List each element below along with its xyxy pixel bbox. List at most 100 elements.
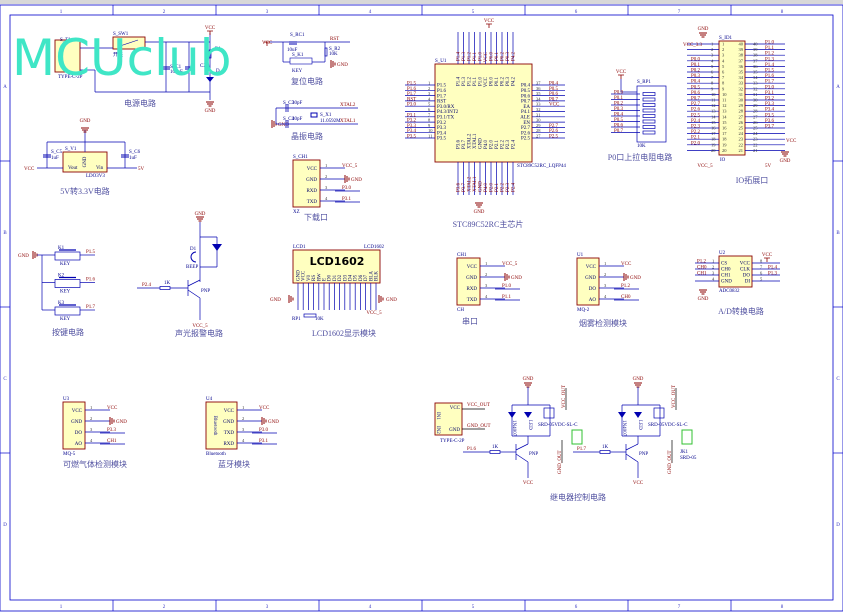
mcu-right-pin: EA — [523, 105, 530, 110]
mcu-left-pin-num: 3 — [428, 91, 431, 96]
mcu-top-pin: P0.3 — [506, 77, 511, 87]
io-left-pin-num: 2 — [711, 47, 713, 52]
io-right-pin-num: 35 — [753, 70, 758, 75]
mcu-right-pin: P2.5 — [521, 137, 531, 142]
relay-coil — [543, 407, 555, 419]
mcu-bottom-pin: P2.2 — [501, 139, 506, 149]
mcu-top-net: P0.3 — [506, 52, 511, 62]
relay-vcc-net: VCC — [523, 481, 534, 486]
reset-r2-value: 10K — [329, 52, 338, 57]
lcd-gnd-label-left: GND — [270, 298, 281, 303]
gas-pin-number: 4 — [90, 438, 93, 443]
serial-pin-number: 3 — [485, 283, 488, 288]
mcu-right-net: P2.6 — [549, 129, 559, 134]
mcu-bottom-pin: P2.4 — [512, 139, 517, 149]
lcd-part: LCD1602 — [364, 245, 385, 250]
mcu-right-net: P2.7 — [549, 124, 559, 129]
gas-net-0: VCC — [107, 406, 118, 411]
power-c1 — [162, 66, 170, 70]
wire — [625, 453, 639, 463]
wire — [625, 443, 639, 451]
smoke-gnd — [623, 273, 629, 281]
io-right-pin-num: 37 — [753, 58, 758, 63]
pullup-part: 10K — [637, 144, 646, 149]
gas-gnd — [109, 417, 115, 425]
relay-gnd-label: GND — [633, 377, 644, 382]
mcu-bottom-net: P3.6 — [457, 182, 462, 192]
pullup-net: P0.7 — [614, 129, 624, 134]
lcd-pin: BLK — [375, 271, 380, 281]
mcu-left-pin-num: 7 — [428, 112, 431, 117]
keys-gnd-label: GND — [18, 254, 29, 259]
io-left-inner-num: 4 — [722, 58, 725, 63]
smoke-pin-number: 2 — [604, 272, 606, 277]
power-symbol — [486, 23, 492, 28]
mcu-bottom-pin: XTAL2 — [468, 133, 473, 149]
pullup-network — [636, 85, 667, 143]
io-left-pin-num: 13 — [711, 109, 716, 114]
title-pullup: P0口上拉电阻电路 — [608, 152, 672, 162]
gas-pin-number: 3 — [90, 427, 93, 432]
mcu-right-pin-num: 30 — [536, 118, 541, 123]
bluetooth-pin-name: VCC — [224, 409, 235, 414]
mcu-right-pin: P2.6 — [521, 131, 531, 136]
wire — [515, 443, 529, 451]
download-pin-name: VCC — [307, 167, 318, 172]
serial-pin-number: 1 — [485, 261, 487, 266]
ldo-c5 — [43, 154, 51, 158]
io-right-pin-num: 30 — [753, 98, 758, 103]
io-left-pin-num: 5 — [711, 64, 714, 69]
io-right-inner-num: 28 — [739, 109, 744, 114]
lcd-pin: D7 — [364, 274, 369, 281]
adc-left-num: 3 — [712, 271, 715, 276]
io-right-pin-num: 28 — [753, 109, 758, 114]
relay-jack-ref: JK1 — [680, 450, 689, 455]
serial-module-body — [456, 257, 481, 306]
outer-frame — [0, 4, 843, 612]
mcu-left-net: RST — [407, 97, 416, 102]
mcu-left-pin: P3.4 — [437, 131, 447, 136]
io-left-inner-num: 1 — [722, 42, 724, 47]
typec-gnd-out: GND_OUT — [467, 424, 491, 429]
io-left-net: P2.1 — [691, 136, 701, 141]
ldo-c6-value: 1uF — [129, 156, 137, 161]
io-left-inner-num: 20 — [722, 148, 727, 153]
adc-left-num: 1 — [712, 259, 714, 264]
io-right-inner-num: 30 — [739, 98, 744, 103]
mcu-bottom-pin: P3.7 — [462, 139, 467, 149]
io-right-pin-num: 25 — [753, 126, 758, 131]
io-left-net: P0.7 — [691, 97, 701, 102]
io-left-pin-num: 6 — [711, 70, 714, 75]
mcu-top-pin: P1.0 — [479, 77, 484, 87]
relay-vcc-net: VCC — [633, 481, 644, 486]
power-gnd — [206, 101, 214, 107]
io-right-pin-num: 32 — [753, 86, 758, 91]
io-right-inner-num: 24 — [739, 131, 744, 136]
adc-left-pin: CH0 — [721, 268, 731, 273]
io-left-pin-num: 20 — [711, 148, 716, 153]
mcu-bottom-pin: P2.0 — [490, 139, 495, 149]
relay-input-net: P1.6 — [467, 447, 477, 452]
power-c1-value: 100uF — [170, 70, 183, 75]
download-net-0: VCC_5 — [342, 164, 358, 169]
typec-part: TYPE-C-2P — [440, 439, 465, 444]
title-relay: 继电器控制电路 — [550, 492, 606, 502]
io-right-pin-num: 38 — [753, 53, 758, 58]
power-symbol — [764, 257, 770, 262]
ground-label: GND — [630, 276, 641, 281]
download-part: XZ — [293, 210, 300, 215]
adc-right-pin: CLK — [740, 268, 750, 273]
bluetooth-gnd — [261, 417, 267, 425]
buzzer-resistor-value: 1K — [164, 281, 171, 286]
mcu-top-net: P0.0 — [490, 52, 495, 62]
io-left-net: P0.6 — [691, 91, 701, 96]
ground-label: GND — [698, 297, 709, 302]
adc-right-num: 6 — [760, 271, 763, 276]
mcu-top-net: P0.2 — [501, 52, 506, 62]
key-ref: K2 — [58, 274, 65, 279]
title-io: IO拓展口 — [736, 175, 768, 185]
ruler-row-left: D — [3, 523, 7, 528]
download-pin-number: 3 — [325, 185, 328, 190]
mcu-right-pin-num: 36 — [536, 86, 541, 91]
